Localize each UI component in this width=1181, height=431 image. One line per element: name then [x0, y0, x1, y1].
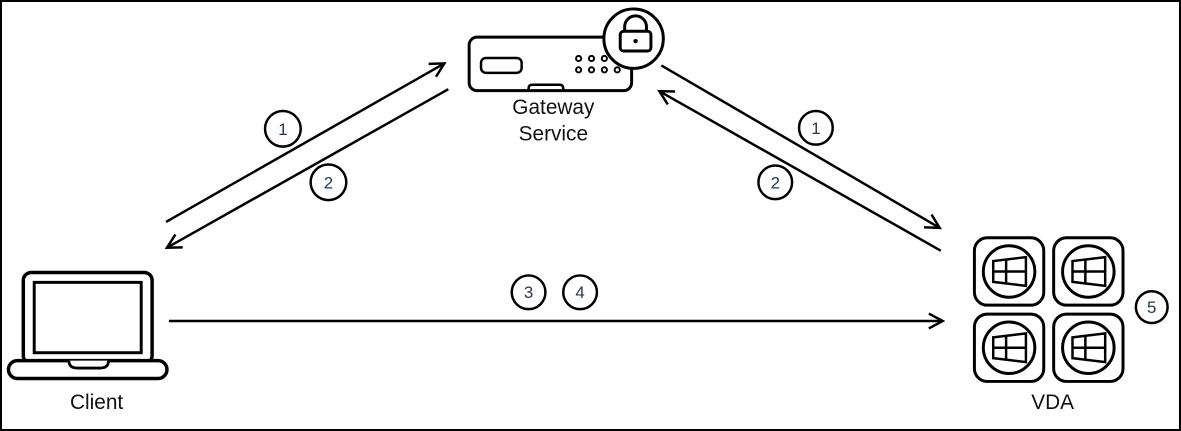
- arrow-gateway-to-client: [164, 88, 449, 249]
- step-number: 4: [575, 283, 584, 302]
- client-node: Client: [6, 270, 169, 414]
- step-badge-direct-4: 4: [562, 274, 599, 311]
- vda-label: VDA: [1031, 391, 1074, 414]
- arrow-client-to-gateway: [165, 62, 447, 224]
- windows-tile-icon: [1052, 312, 1125, 383]
- laptop-icon: [6, 270, 169, 381]
- gateway-label-line1: Gateway: [512, 96, 595, 119]
- gateway-label-line2: Service: [519, 123, 588, 146]
- arrow-vda-to-gateway: [657, 89, 942, 252]
- vda-node: VDA: [972, 236, 1125, 414]
- arrow-gateway-to-vda: [660, 64, 942, 230]
- step-badge-vda-5: 5: [1134, 290, 1169, 325]
- step-badge-vda-to-gateway: 2: [757, 164, 794, 201]
- gateway-node: Gateway Service: [467, 7, 665, 146]
- step-badge-direct-3: 3: [510, 274, 547, 311]
- step-badge-gateway-to-client: 2: [309, 163, 348, 202]
- windows-tile-icon: [1052, 236, 1125, 307]
- step-badge-gateway-to-vda: 1: [797, 109, 834, 146]
- step-number: 1: [811, 119, 820, 138]
- windows-tile-icon: [972, 236, 1046, 307]
- windows-tile-icon: [972, 312, 1046, 383]
- step-number: 5: [1147, 298, 1156, 317]
- step-number: 1: [278, 120, 287, 139]
- step-number: 2: [771, 173, 780, 192]
- step-number: 3: [524, 283, 533, 302]
- step-number: 2: [324, 173, 333, 192]
- client-label: Client: [70, 391, 123, 414]
- step-badge-client-to-gateway: 1: [263, 109, 302, 148]
- lock-icon: [602, 7, 665, 70]
